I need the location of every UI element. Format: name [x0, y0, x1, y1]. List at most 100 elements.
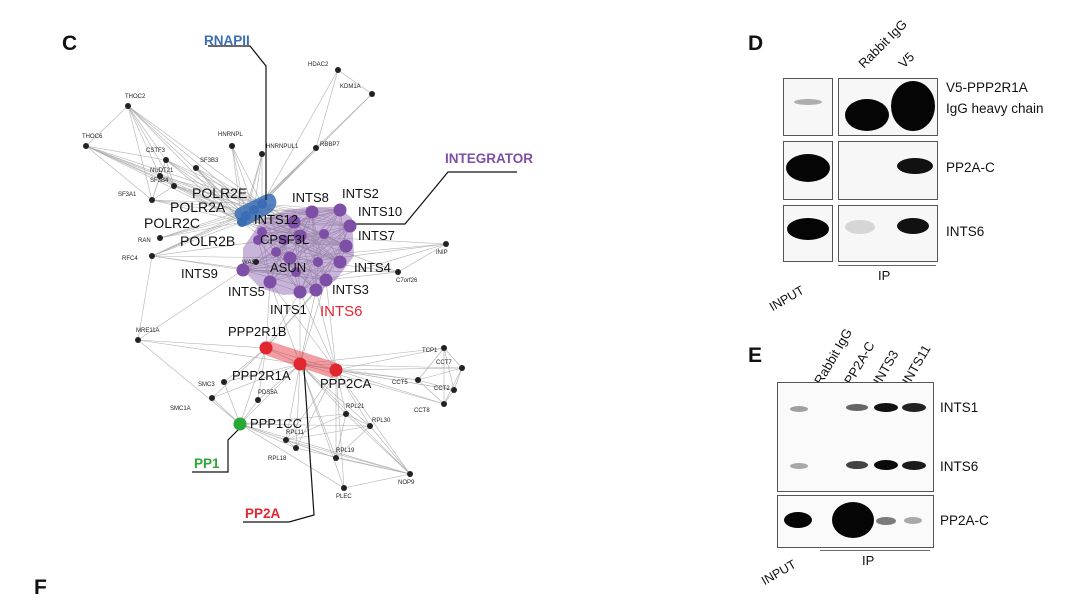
network-edge: [127, 105, 255, 211]
network-edge: [275, 225, 351, 253]
node-label-ppp2ca: PPP2CA: [320, 376, 372, 391]
pp2a-label: PP2A: [245, 506, 281, 521]
node-cpsf3l: [293, 229, 307, 243]
network-edge: [159, 175, 263, 205]
d-ip-bracket: [838, 265, 936, 266]
network-edge: [275, 251, 319, 263]
network-edge: [239, 423, 411, 475]
network-edge: [285, 369, 337, 441]
network-edge: [299, 363, 371, 427]
node-ppp2ca: [329, 363, 343, 377]
node-cct5: [415, 377, 421, 383]
node-label-tcp1: TCP1: [422, 348, 438, 354]
network-edge: [211, 363, 301, 399]
blot-band: [790, 463, 808, 469]
integrator-callout-line: [352, 171, 517, 225]
network-edge: [85, 145, 247, 217]
node-pds5a: [255, 397, 261, 403]
network-edge: [151, 199, 263, 205]
node-label-mre11a: MRE11A: [136, 328, 160, 334]
node-cct2: [451, 387, 457, 393]
node-c7orf26: [395, 269, 401, 275]
network-edge: [325, 243, 447, 281]
blot-band: [904, 517, 922, 524]
network-edge: [295, 363, 301, 449]
node-label-pds5a: PDS5A: [258, 390, 278, 396]
node-cct7: [459, 365, 465, 371]
node-kdm1a: [369, 91, 375, 97]
network-edge: [369, 425, 411, 475]
node-label-asun: ASUN: [270, 260, 306, 275]
network-edge: [151, 215, 247, 257]
d-row-label-pp2a-c: PP2A-C: [946, 160, 995, 175]
network-edge: [257, 347, 267, 401]
node-label-ints5: INTS5: [228, 284, 265, 299]
network-edge: [335, 347, 445, 371]
node-label-ints1: INTS1: [270, 302, 307, 317]
d-bottom-label-input: INPUT: [767, 283, 807, 314]
network-edge: [159, 215, 247, 239]
network-edge: [85, 145, 255, 211]
node-label-cct7: CCT7: [436, 360, 452, 366]
network-edge: [315, 69, 339, 149]
e-bottom-label-input: INPUT: [759, 557, 799, 588]
network-edge: [335, 369, 347, 415]
node-label-rbbp7: RBBP7: [320, 142, 340, 148]
node-asun: [283, 251, 297, 265]
complex-label-rnapii: RNAPII: [204, 33, 250, 48]
network-edge: [269, 281, 301, 365]
network-edge: [127, 105, 175, 187]
node-ints12: [287, 215, 301, 229]
network-edge: [85, 145, 175, 187]
node-label-ints2: INTS2: [342, 186, 379, 201]
network-edge: [299, 261, 341, 293]
node-nudt21: [157, 173, 163, 179]
node-hnrnpul1: [259, 151, 265, 157]
network-edge: [239, 423, 345, 489]
network-edge: [151, 235, 301, 257]
node-sf3b4: [171, 183, 177, 189]
network-edge: [165, 159, 243, 223]
d-row-label-igg-heavy-chain: IgG heavy chain: [946, 101, 1044, 116]
blot-band: [874, 460, 898, 470]
node-rfc4: [149, 253, 155, 259]
network-edge: [299, 235, 399, 273]
network-edge: [285, 413, 347, 441]
e-row-label-ints1: INTS1: [940, 400, 979, 415]
network-edge: [335, 457, 411, 475]
network-edge: [283, 209, 341, 241]
network-edge: [165, 159, 255, 211]
node-was: [253, 259, 259, 265]
network-edge: [285, 439, 411, 475]
network-edge: [223, 381, 241, 425]
network-edge: [337, 69, 373, 95]
node-label-polr2e: POLR2E: [192, 185, 247, 201]
d-blot-ip-row1: [838, 78, 938, 136]
network-edge: [443, 347, 455, 391]
panel-letter-c: C: [62, 32, 78, 55]
network-edge: [289, 225, 351, 259]
network-edge: [299, 291, 337, 371]
node-label-ints4: INTS4: [354, 260, 391, 275]
node-label-rpl21: RPL21: [346, 404, 365, 410]
node-label-smc3: SMC3: [198, 382, 215, 388]
network-nodes: [83, 67, 465, 491]
network-edge: [165, 159, 263, 205]
e-bottom-label-ip: IP: [862, 553, 875, 568]
interaction-network: THOC2THOC6HDAC2KDM1AHNRNPLCSTF3SF3B3HNRN…: [82, 45, 517, 523]
network-edge: [137, 255, 153, 341]
network-edge: [223, 347, 267, 383]
node-ppp2r1a: [293, 357, 307, 371]
network-edge: [335, 413, 347, 459]
panel-letter-d: D: [748, 32, 764, 55]
node-integrator-subunit: [313, 257, 323, 267]
d-lane-label-v5: V5: [895, 49, 918, 71]
node-label-nudt21: NUDT21: [150, 168, 174, 174]
network-edge: [165, 159, 175, 187]
network-edge: [285, 363, 301, 441]
node-label-sf3b4: SF3B4: [150, 178, 169, 184]
network-edge: [299, 363, 445, 405]
blot-band: [787, 218, 829, 240]
network-edge: [173, 185, 255, 211]
network-edge: [299, 363, 345, 489]
